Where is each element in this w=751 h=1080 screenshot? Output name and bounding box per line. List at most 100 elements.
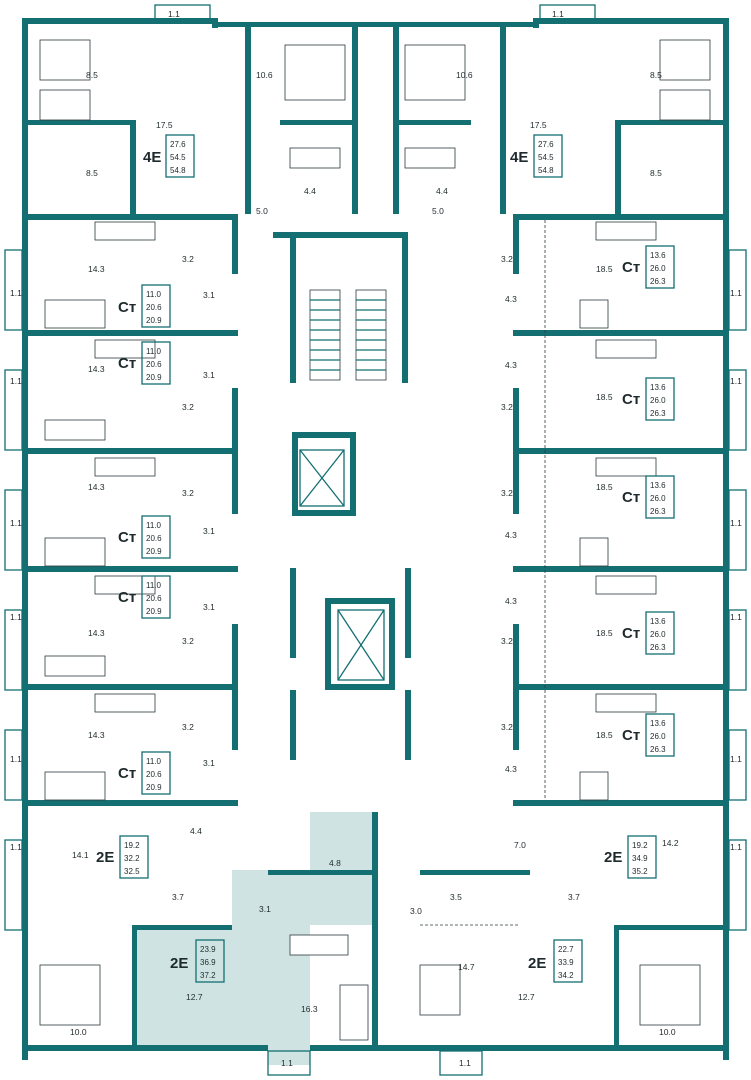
svg-text:26.0: 26.0: [650, 494, 666, 503]
apt-2e-right-bottom[interactable]: 2E 22.7 33.9 34.2: [528, 939, 583, 983]
svg-text:20.9: 20.9: [146, 373, 162, 382]
svg-text:3.2: 3.2: [182, 402, 194, 412]
svg-text:3.1: 3.1: [203, 602, 215, 612]
svg-text:3.0: 3.0: [410, 906, 422, 916]
svg-text:3.1: 3.1: [203, 526, 215, 536]
svg-text:1.1: 1.1: [10, 612, 22, 622]
svg-text:16.3: 16.3: [301, 1004, 318, 1014]
svg-text:18.5: 18.5: [596, 392, 613, 402]
svg-text:2E: 2E: [604, 849, 622, 866]
svg-text:14.2: 14.2: [662, 838, 679, 848]
svg-text:3.7: 3.7: [172, 892, 184, 902]
svg-text:26.3: 26.3: [650, 643, 666, 652]
svg-text:17.5: 17.5: [530, 120, 547, 130]
svg-text:8.5: 8.5: [86, 168, 98, 178]
svg-text:11.0: 11.0: [146, 521, 162, 530]
apt-st-right-4[interactable]: Ст 13.6 26.0 26.3: [622, 611, 675, 655]
svg-text:26.3: 26.3: [650, 277, 666, 286]
svg-text:1.1: 1.1: [10, 376, 22, 386]
apt-st-left-3[interactable]: Ст 11.0 20.6 20.9: [118, 515, 171, 559]
svg-text:1.1: 1.1: [281, 1058, 293, 1068]
svg-text:22.7: 22.7: [558, 945, 574, 954]
svg-text:27.6: 27.6: [170, 140, 186, 149]
svg-text:19.2: 19.2: [124, 841, 140, 850]
svg-text:12.7: 12.7: [518, 992, 535, 1002]
apt-st-left-1[interactable]: Ст 11.0 20.6 20.9: [118, 284, 171, 328]
balconies: [4, 4, 747, 1076]
svg-text:37.2: 37.2: [200, 971, 216, 980]
highlighted-apartment[interactable]: [137, 812, 372, 1065]
apartment-labels: 4E 27.6 54.5 54.8 4E 27.6 54.5 54.8 Ст 1…: [96, 134, 675, 983]
svg-text:Ст: Ст: [118, 355, 136, 372]
apt-st-right-3[interactable]: Ст 13.6 26.0 26.3: [622, 475, 675, 519]
apt-2e-right-top[interactable]: 2E 19.2 34.9 35.2: [604, 835, 657, 879]
svg-text:13.6: 13.6: [650, 383, 666, 392]
apt-2e-left-bottom[interactable]: 2E 23.9 36.9 37.2: [170, 939, 225, 983]
building-core: [273, 232, 411, 760]
svg-text:Ст: Ст: [118, 299, 136, 316]
svg-text:26.0: 26.0: [650, 732, 666, 741]
svg-text:14.3: 14.3: [88, 264, 105, 274]
apt-st-left-5[interactable]: Ст 11.0 20.6 20.9: [118, 751, 171, 795]
svg-text:34.9: 34.9: [632, 854, 648, 863]
svg-text:3.1: 3.1: [203, 290, 215, 300]
svg-text:36.9: 36.9: [200, 958, 216, 967]
svg-text:1.1: 1.1: [10, 518, 22, 528]
svg-text:13.6: 13.6: [650, 617, 666, 626]
svg-text:12.7: 12.7: [186, 992, 203, 1002]
svg-text:14.7: 14.7: [458, 962, 475, 972]
apt-st-left-4[interactable]: Ст 11.0 20.6 20.9: [118, 575, 171, 619]
svg-text:11.0: 11.0: [146, 290, 162, 299]
svg-text:5.0: 5.0: [256, 206, 268, 216]
svg-text:1.1: 1.1: [459, 1058, 471, 1068]
svg-text:18.5: 18.5: [596, 264, 613, 274]
svg-text:11.0: 11.0: [146, 347, 162, 356]
staircase: [309, 289, 387, 381]
svg-text:3.2: 3.2: [501, 636, 513, 646]
svg-text:54.8: 54.8: [170, 166, 186, 175]
svg-text:3.5: 3.5: [450, 892, 462, 902]
svg-text:54.8: 54.8: [538, 166, 554, 175]
svg-text:2E: 2E: [170, 955, 188, 972]
svg-text:54.5: 54.5: [538, 153, 554, 162]
apt-st-right-2[interactable]: Ст 13.6 26.0 26.3: [622, 377, 675, 421]
svg-text:1.1: 1.1: [730, 376, 742, 386]
apt-4e-right[interactable]: 4E 27.6 54.5 54.8: [510, 134, 563, 178]
svg-text:18.5: 18.5: [596, 628, 613, 638]
svg-text:35.2: 35.2: [632, 867, 648, 876]
apt-st-right-5[interactable]: Ст 13.6 26.0 26.3: [622, 713, 675, 757]
apt-st-left-2[interactable]: Ст 11.0 20.6 20.9: [118, 341, 171, 385]
svg-text:Ст: Ст: [622, 259, 640, 276]
svg-text:11.0: 11.0: [146, 757, 162, 766]
svg-text:3.2: 3.2: [501, 488, 513, 498]
svg-text:Ст: Ст: [118, 589, 136, 606]
svg-text:10.6: 10.6: [456, 70, 473, 80]
svg-text:3.2: 3.2: [501, 254, 513, 264]
furniture: [39, 39, 711, 1041]
svg-text:7.0: 7.0: [514, 840, 526, 850]
svg-text:20.6: 20.6: [146, 303, 162, 312]
svg-text:4.8: 4.8: [329, 858, 341, 868]
svg-text:1.1: 1.1: [730, 612, 742, 622]
svg-text:3.2: 3.2: [182, 636, 194, 646]
svg-text:3.1: 3.1: [203, 370, 215, 380]
svg-text:13.6: 13.6: [650, 719, 666, 728]
svg-text:4.4: 4.4: [436, 186, 448, 196]
svg-text:20.9: 20.9: [146, 316, 162, 325]
svg-text:20.9: 20.9: [146, 607, 162, 616]
svg-text:26.3: 26.3: [650, 409, 666, 418]
svg-text:26.3: 26.3: [650, 507, 666, 516]
outer-walls: [22, 18, 729, 1060]
interior-walls-right: [393, 24, 729, 1045]
svg-text:4E: 4E: [510, 149, 528, 166]
svg-text:4.3: 4.3: [505, 764, 517, 774]
svg-text:26.0: 26.0: [650, 630, 666, 639]
svg-text:18.5: 18.5: [596, 482, 613, 492]
apt-st-right-1[interactable]: Ст 13.6 26.0 26.3: [622, 245, 675, 289]
apt-4e-left[interactable]: 4E 27.6 54.5 54.8: [143, 134, 195, 178]
svg-text:34.2: 34.2: [558, 971, 574, 980]
svg-text:3.2: 3.2: [182, 722, 194, 732]
svg-text:23.9: 23.9: [200, 945, 216, 954]
apt-2e-left-top[interactable]: 2E 19.2 32.2 32.5: [96, 835, 149, 879]
